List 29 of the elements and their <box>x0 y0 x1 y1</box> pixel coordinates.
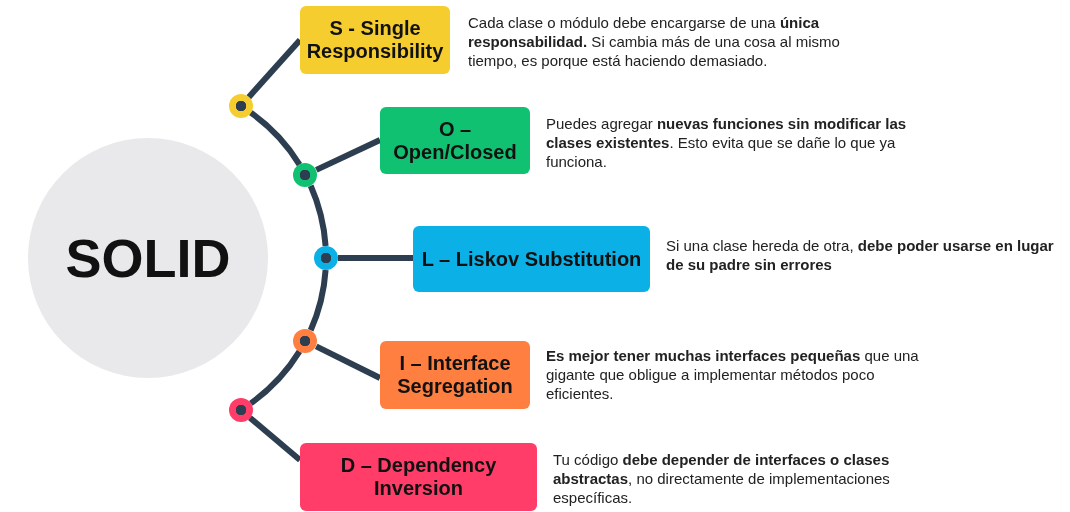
branch-line <box>315 137 382 173</box>
title-text: SOLID <box>65 227 231 289</box>
principle-title: O – Open/Closed <box>392 117 518 164</box>
description-text: Es mejor tener muchas interfaces pequeñas que una gigante que obligue a implementar métodos poco eficientes. <box>546 346 920 403</box>
description-text: Cada clase o módulo debe encargarse de una única responsabilidad. Si cambia más de una cosa al mismo tiempo, es porque está haciendo demasiado. <box>468 13 841 70</box>
arc-connector <box>307 269 329 332</box>
circle-marker <box>293 162 318 187</box>
branch-line <box>247 415 302 463</box>
circle-marker <box>228 397 253 422</box>
arc-connector <box>307 184 329 247</box>
arc-connector <box>248 349 302 406</box>
description-text: Puedes agregar nuevas funciones sin modificar las clases existentes. Esto evita que se dañe lo que ya funciona. <box>546 114 908 171</box>
arc-connector <box>248 110 302 167</box>
principle-box <box>380 107 530 174</box>
branch-line <box>338 255 413 261</box>
principle-box <box>380 341 530 409</box>
description-text: Tu código debe depender de interfaces o clases abstractas, no directamente de implementaciones específicas. <box>553 450 891 507</box>
principle-box <box>300 6 450 74</box>
principle-box <box>413 226 650 292</box>
circle-marker <box>293 329 318 353</box>
principle-title: I – Interface Segregation <box>396 352 514 398</box>
principle-title: S - Single Responsibility <box>305 17 445 63</box>
branch-line <box>314 343 382 381</box>
circle-marker <box>314 246 338 270</box>
description-text: Si una clase hereda de otra, debe poder usarse en lugar de su padre sin errores <box>666 236 1055 274</box>
principle-title: D – Dependency Inversion <box>339 454 498 500</box>
circle-marker <box>228 94 253 119</box>
principle-title: L – Liskov Substitution <box>421 247 642 271</box>
principle-box <box>300 443 537 511</box>
